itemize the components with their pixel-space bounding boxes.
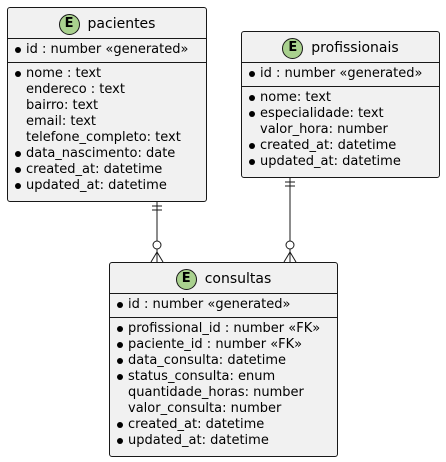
required-bullet-icon (117, 342, 123, 348)
attribute-row: valor_consulta: number (110, 401, 337, 417)
key-section: id : number «generated» (110, 294, 337, 318)
attribute-text: created_at: datetime (128, 417, 265, 432)
attribute-row: email: text (8, 114, 206, 130)
required-bullet-icon (249, 95, 255, 101)
attribute-row: updated_at: datetime (242, 154, 439, 170)
required-bullet-icon (117, 358, 123, 364)
attribute-text: especialidade: text (260, 106, 384, 121)
attribute-text: paciente_id : number «FK» (128, 337, 303, 352)
required-bullet-icon (15, 183, 21, 189)
attribute-row: id : number «generated» (242, 66, 439, 82)
entity-badge-icon: E (58, 13, 80, 35)
attribute-text: telefone_completo: text (26, 130, 181, 145)
required-bullet-icon (249, 143, 255, 149)
relationship-profissionais-consultas (283, 178, 297, 263)
required-bullet-icon (117, 438, 123, 444)
key-section: id : number «generated» (242, 63, 439, 87)
attribute-text: endereco : text (26, 82, 125, 97)
required-bullet-icon (117, 326, 123, 332)
entity-badge-icon: E (175, 268, 197, 290)
attribute-text: created_at: datetime (260, 138, 397, 153)
attribute-text: updated_at: datetime (128, 433, 269, 448)
attribute-row: paciente_id : number «FK» (110, 337, 337, 353)
attribute-row: data_nascimento: date (8, 146, 206, 162)
attribute-text: nome: text (260, 90, 332, 105)
required-bullet-icon (249, 159, 255, 165)
required-bullet-icon (117, 302, 123, 308)
required-bullet-icon (15, 151, 21, 157)
attribute-text: valor_consulta: number (128, 401, 282, 416)
entity-title: pacientes (87, 16, 156, 32)
attribute-text: quantidade_horas: number (128, 385, 304, 400)
attribute-text: created_at: datetime (26, 162, 163, 177)
attribute-text: bairro: text (26, 98, 99, 113)
attribute-text: email: text (26, 114, 97, 129)
entity-consultas[interactable]: E consultas id : number «generated» prof… (109, 262, 338, 457)
attribute-row: updated_at: datetime (110, 433, 337, 449)
required-bullet-icon (15, 71, 21, 77)
required-bullet-icon (249, 111, 255, 117)
attribute-row: nome: text (242, 90, 439, 106)
attribute-text: id : number «generated» (260, 66, 423, 81)
entity-title: profissionais (311, 40, 399, 56)
attribute-row: status_consulta: enum (110, 369, 337, 385)
attribute-text: profissional_id : number «FK» (128, 321, 321, 336)
attribute-row: updated_at: datetime (8, 178, 206, 194)
entity-pacientes[interactable]: E pacientes id : number «generated» nome… (7, 7, 207, 202)
attribute-row: created_at: datetime (242, 138, 439, 154)
attribute-row: especialidade: text (242, 106, 439, 122)
key-section: id : number «generated» (8, 39, 206, 63)
required-bullet-icon (15, 47, 21, 53)
attribute-text: nome : text (26, 66, 102, 81)
attribute-row: nome : text (8, 66, 206, 82)
attribute-text: data_nascimento: date (26, 146, 176, 161)
attribute-row: created_at: datetime (8, 162, 206, 178)
required-bullet-icon (15, 167, 21, 173)
entity-header: E consultas (110, 263, 337, 294)
attribute-row: created_at: datetime (110, 417, 337, 433)
entity-header: E pacientes (8, 8, 206, 39)
entity-badge-icon: E (282, 37, 304, 59)
entity-profissionais[interactable]: E profissionais id : number «generated» … (241, 31, 440, 178)
attribute-row: valor_hora: number (242, 122, 439, 138)
attribute-text: id : number «generated» (128, 297, 291, 312)
entity-header: E profissionais (242, 32, 439, 63)
attribute-text: id : number «generated» (26, 42, 189, 57)
attribute-row: endereco : text (8, 82, 206, 98)
attribute-text: updated_at: datetime (26, 178, 167, 193)
attribute-row: telefone_completo: text (8, 130, 206, 146)
required-bullet-icon (117, 374, 123, 380)
attribute-row: bairro: text (8, 98, 206, 114)
entity-title: consultas (204, 271, 272, 287)
attribute-row: data_consulta: datetime (110, 353, 337, 369)
attribute-row: quantidade_horas: number (110, 385, 337, 401)
relationship-pacientes-consultas (150, 202, 164, 263)
attribute-text: updated_at: datetime (260, 154, 401, 169)
attribute-text: valor_hora: number (260, 122, 388, 137)
attribute-row: id : number «generated» (110, 297, 337, 313)
required-bullet-icon (249, 71, 255, 77)
required-bullet-icon (117, 422, 123, 428)
attribute-row: id : number «generated» (8, 42, 206, 58)
field-section: profissional_id : number «FK»paciente_id… (110, 318, 337, 452)
attribute-text: data_consulta: datetime (128, 353, 287, 368)
attribute-text: status_consulta: enum (128, 369, 276, 384)
attribute-row: profissional_id : number «FK» (110, 321, 337, 337)
